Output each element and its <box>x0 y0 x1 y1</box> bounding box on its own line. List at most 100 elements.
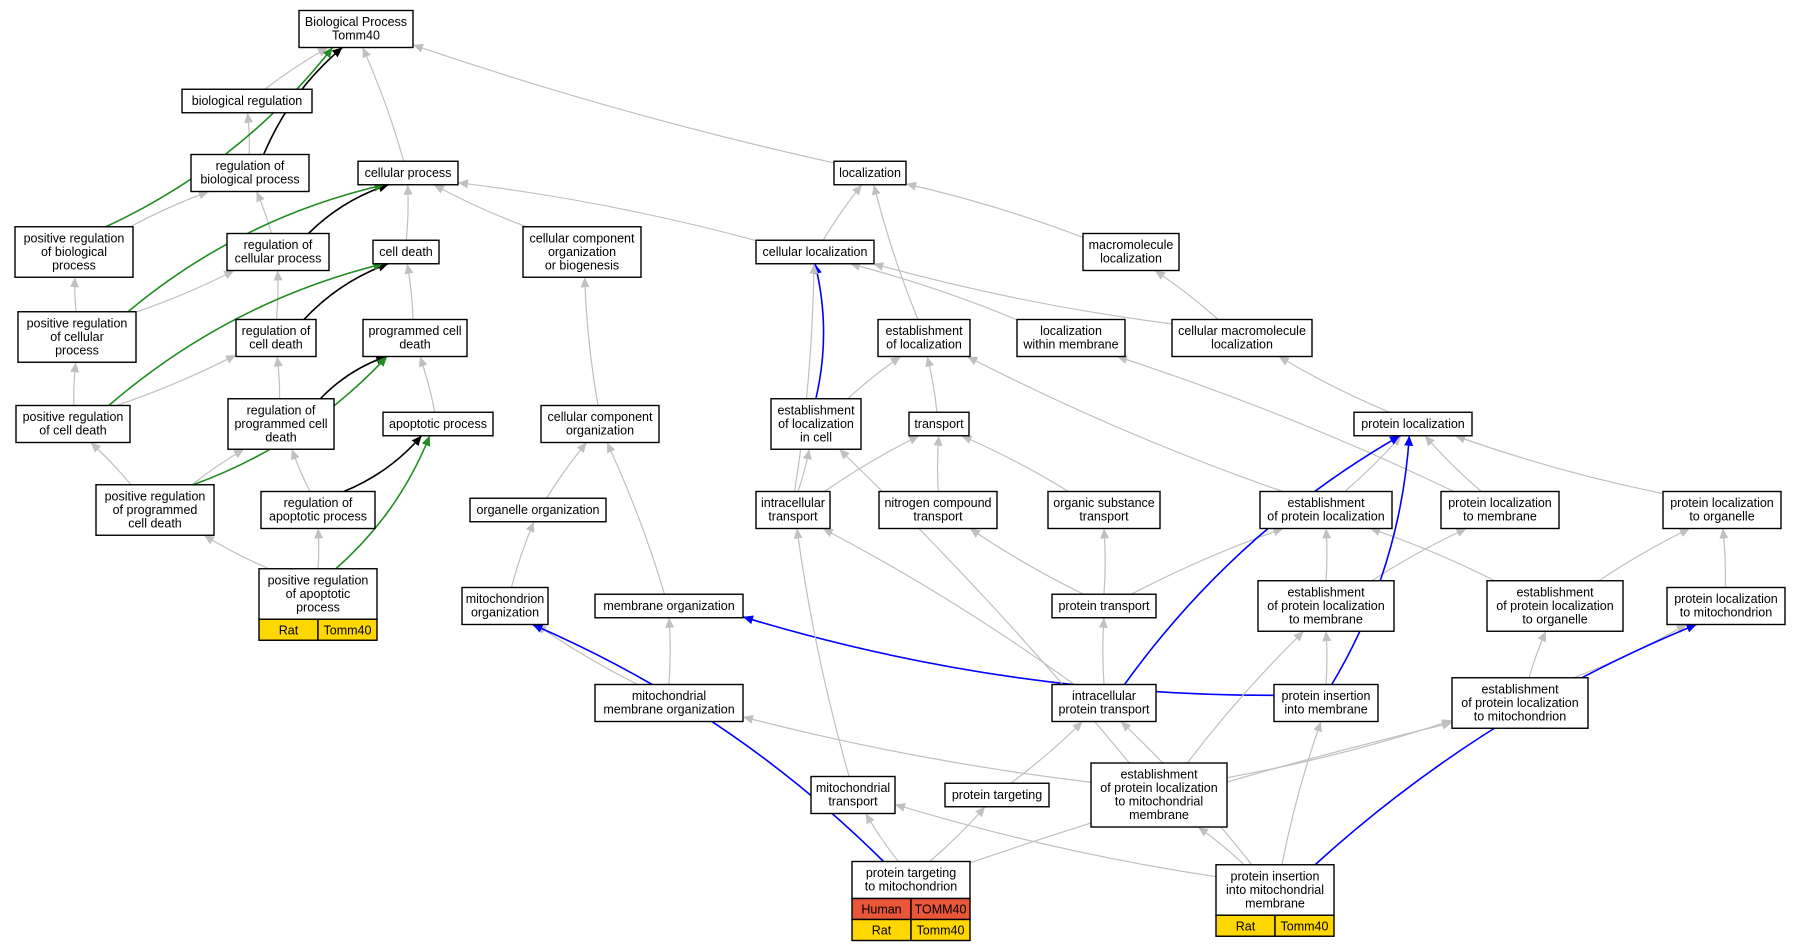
edge-protinsmitomem-to-mitotrans <box>894 803 1217 878</box>
edge-estprotlocmem-to-protlocmem <box>1371 527 1467 582</box>
node-label-line: of cellular <box>50 330 104 344</box>
node-box <box>1051 683 1157 723</box>
node-bioreg[interactable]: biological regulation <box>181 88 313 114</box>
node-prottransport[interactable]: protein transport <box>1051 593 1157 619</box>
node-label-line: to organelle <box>1522 612 1587 626</box>
node-label-line: programmed cell <box>234 417 327 431</box>
edge-posregbp-to-regbp <box>129 190 209 228</box>
node-label-line: transport <box>1079 510 1129 524</box>
edge-apoptotic-to-pcd <box>418 356 436 413</box>
edge-regpcd-to-regcd <box>273 356 283 399</box>
node-label-line: protein insertion <box>1282 689 1371 703</box>
node-memorg[interactable]: membrane organization <box>594 593 744 619</box>
node-label-line: cellular process <box>365 166 452 180</box>
node-apoptotic[interactable]: apoptotic process <box>382 411 494 437</box>
edge-estprotlocorg-to-estprotloc <box>1369 527 1496 582</box>
node-label-line: or biogenesis <box>545 258 619 272</box>
node-cellloc[interactable]: cellular localization <box>755 239 875 265</box>
node-label-line: establishment <box>1287 585 1365 599</box>
edge-cellproc-to-bp <box>362 47 405 162</box>
node-box <box>1273 683 1379 723</box>
node-transport[interactable]: transport <box>908 411 970 437</box>
node-label-line: of localization <box>886 338 962 352</box>
node-label-line: to mitochondrion <box>1474 709 1566 723</box>
node-label-line: protein localization <box>1670 496 1774 510</box>
node-label-line: protein transport <box>1058 599 1150 613</box>
node-localization[interactable]: localization <box>833 160 907 186</box>
node-label-line: regulation of <box>244 238 313 252</box>
node-label-line: into mitochondrial <box>1226 883 1324 897</box>
edge-prottransport-to-estprotloc <box>1130 527 1284 595</box>
species-gene: Tomm40 <box>324 623 372 637</box>
edges-layer <box>70 43 1729 878</box>
node-box <box>372 239 440 265</box>
node-label-line: regulation of <box>216 159 285 173</box>
node-label-line: localization <box>839 166 901 180</box>
node-label-line: apoptotic process <box>269 510 367 524</box>
node-box <box>226 232 330 272</box>
edge-orgsubtrans-to-transport <box>961 435 1069 493</box>
node-celldeath[interactable]: cell death <box>372 239 440 265</box>
node-box <box>851 860 971 900</box>
edge-posregpcd-to-regpcd <box>191 448 245 486</box>
node-organelleorg[interactable]: organelle organization <box>469 497 607 523</box>
node-cellproc[interactable]: cellular process <box>357 160 459 186</box>
node-box <box>1666 586 1786 626</box>
node-label-line: to mitochondrion <box>865 880 957 894</box>
node-box <box>181 88 313 114</box>
node-label-line: regulation of <box>284 496 353 510</box>
node-box <box>1440 490 1560 530</box>
node-prottargeting[interactable]: protein targeting <box>944 782 1050 808</box>
node-label-line: membrane <box>1245 896 1305 910</box>
edge-cellloc-to-localization <box>822 184 863 241</box>
edge-cmacroloc-to-cellloc <box>873 262 1173 325</box>
species-gene: Tomm40 <box>1281 919 1329 933</box>
node-label-line: to mitochondrion <box>1680 606 1772 620</box>
edge-protinsmitomem-to-protinsmem <box>1281 721 1322 865</box>
node-box <box>540 404 660 444</box>
species-gene: TOMM40 <box>915 903 967 917</box>
node-label-line: apoptotic process <box>389 417 487 431</box>
node-protloc[interactable]: protein localization <box>1353 411 1473 437</box>
node-label-line: programmed cell <box>368 324 461 338</box>
node-label-line: death <box>399 338 430 352</box>
edge-regcd-to-regcp <box>273 270 283 320</box>
